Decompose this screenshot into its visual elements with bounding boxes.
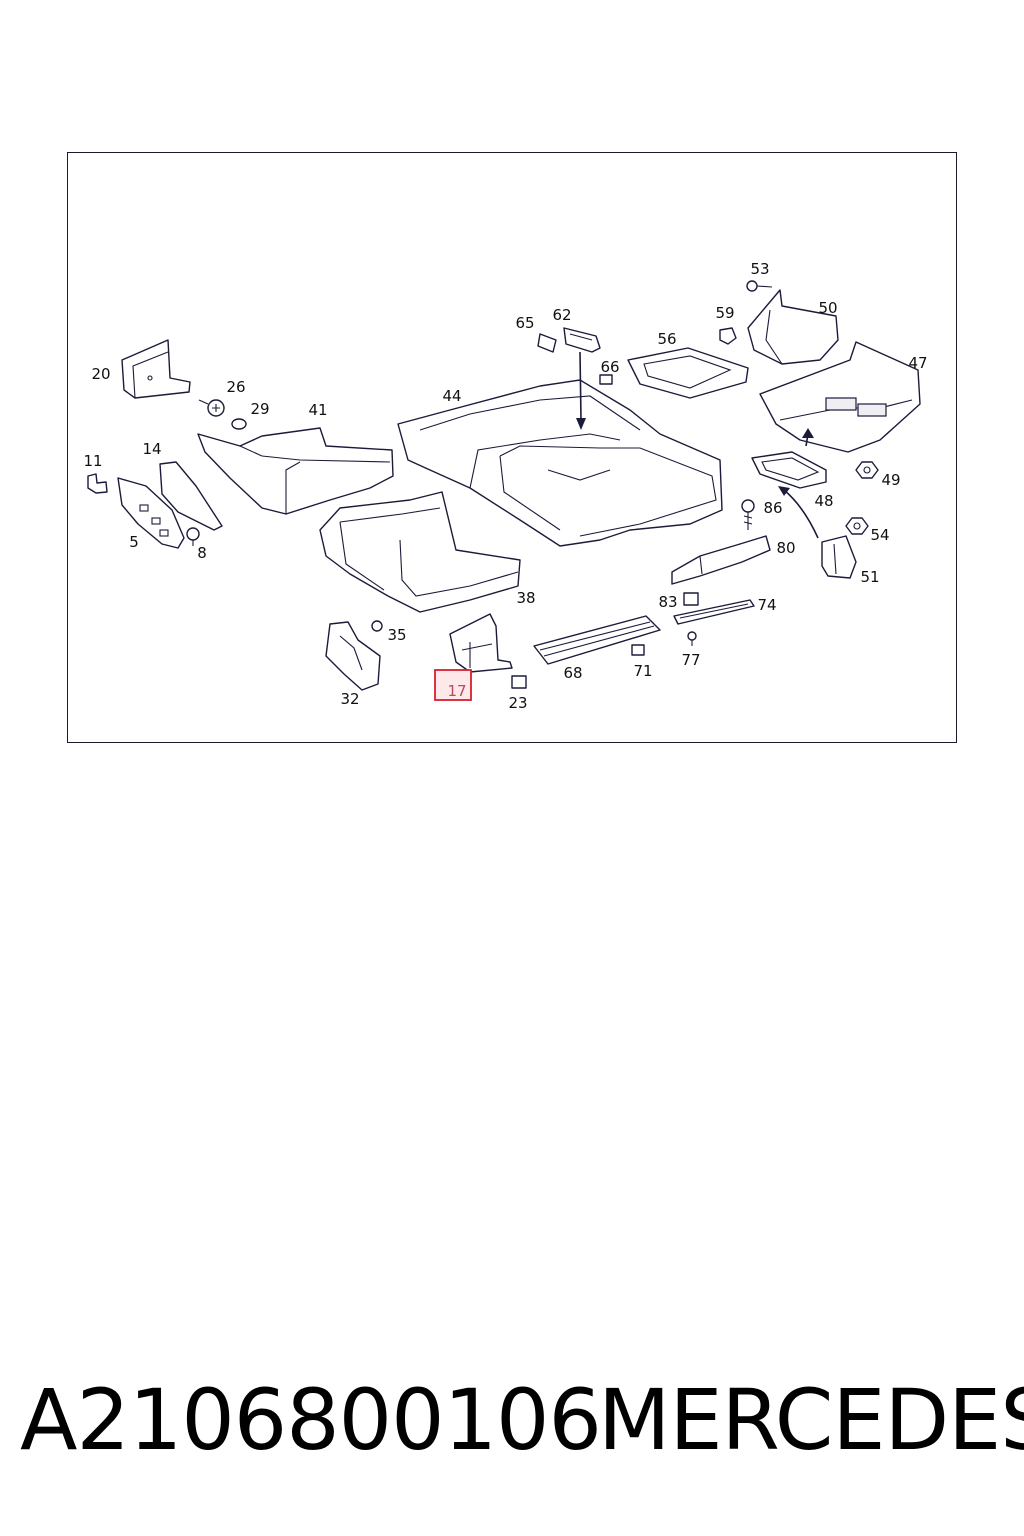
callout-32: 32	[340, 690, 359, 708]
part-23-clip	[511, 675, 527, 689]
part-65-clip	[537, 333, 557, 353]
arrow-86-48	[783, 489, 819, 539]
footer-caption: A2106800106 MERCEDES	[0, 1370, 1024, 1470]
callout-17: 17	[447, 682, 466, 700]
callout-5: 5	[129, 533, 139, 551]
part-62-handle	[563, 327, 601, 353]
part-56-mat	[627, 347, 749, 399]
callout-51: 51	[860, 568, 879, 586]
part-80-bracket	[671, 535, 771, 585]
part-38-carpet-front-right	[319, 491, 521, 613]
callout-17-highlight-box	[434, 669, 472, 701]
part-48-tray	[751, 451, 827, 489]
callout-54: 54	[870, 526, 889, 544]
part-14-panel	[159, 461, 223, 531]
part-49-nut	[855, 461, 879, 479]
callout-56: 56	[657, 330, 676, 348]
part-47-trunk-floor	[759, 341, 921, 453]
callout-68: 68	[563, 664, 582, 682]
part-41-carpet-front-left	[197, 427, 394, 515]
part-77-pin	[687, 631, 697, 646]
part-66-clip	[599, 374, 613, 385]
part-26-screw	[198, 399, 225, 417]
part-35-nut	[371, 620, 383, 632]
callout-14: 14	[142, 440, 161, 458]
part-29-cap	[231, 418, 247, 430]
part-53-screw	[746, 280, 773, 292]
part-5-panel	[117, 477, 185, 549]
callout-23: 23	[508, 694, 527, 712]
callout-49: 49	[881, 471, 900, 489]
exploded-parts-diagram: 53 50 59 65 62 56 66 47 20 26 29 41 44 1…	[83, 260, 927, 712]
part-86-screw	[741, 499, 755, 530]
callout-80: 80	[776, 539, 795, 557]
callout-66: 66	[600, 358, 619, 376]
arrowhead-48-up	[802, 428, 814, 438]
part-32-bracket	[325, 621, 381, 691]
callout-48: 48	[814, 492, 833, 510]
callout-77: 77	[681, 651, 700, 669]
callout-26: 26	[226, 378, 245, 396]
callout-41: 41	[308, 401, 327, 419]
part-number-text: A2106800106	[20, 1371, 602, 1469]
part-83-clip	[683, 592, 699, 606]
callout-44: 44	[442, 387, 461, 405]
callout-50: 50	[818, 299, 837, 317]
callout-35: 35	[387, 626, 406, 644]
callout-59: 59	[715, 304, 734, 322]
part-68-sill	[533, 615, 661, 665]
arrow-62	[579, 351, 582, 421]
callout-20: 20	[91, 365, 110, 383]
callout-53: 53	[750, 260, 769, 278]
part-54-nut	[845, 517, 869, 535]
callout-47: 47	[908, 354, 927, 372]
part-11-clip	[87, 473, 108, 494]
part-50-panel	[747, 289, 839, 365]
part-74-trim	[673, 599, 755, 625]
callout-71: 71	[633, 662, 652, 680]
part-51-bracket	[821, 535, 857, 579]
callout-62: 62	[552, 306, 571, 324]
callout-83: 83	[658, 593, 677, 611]
arrowhead-86-48	[778, 486, 790, 496]
callout-29: 29	[250, 400, 269, 418]
callout-86: 86	[763, 499, 782, 517]
part-71-clip	[631, 644, 645, 656]
part-44-carpet-main	[397, 379, 723, 547]
part-8-nut	[186, 527, 200, 546]
part-59-clip	[719, 327, 737, 345]
callout-65: 65	[515, 314, 534, 332]
callout-38: 38	[516, 589, 535, 607]
callout-74: 74	[757, 596, 776, 614]
arrowhead-62	[576, 418, 586, 430]
brand-text: MERCEDES	[598, 1371, 1024, 1469]
callout-11: 11	[83, 452, 102, 470]
parts-diagram-frame	[67, 152, 957, 743]
part-20-bracket	[121, 339, 191, 399]
part-17-trim-panel	[449, 613, 513, 673]
callout-8: 8	[197, 544, 207, 562]
